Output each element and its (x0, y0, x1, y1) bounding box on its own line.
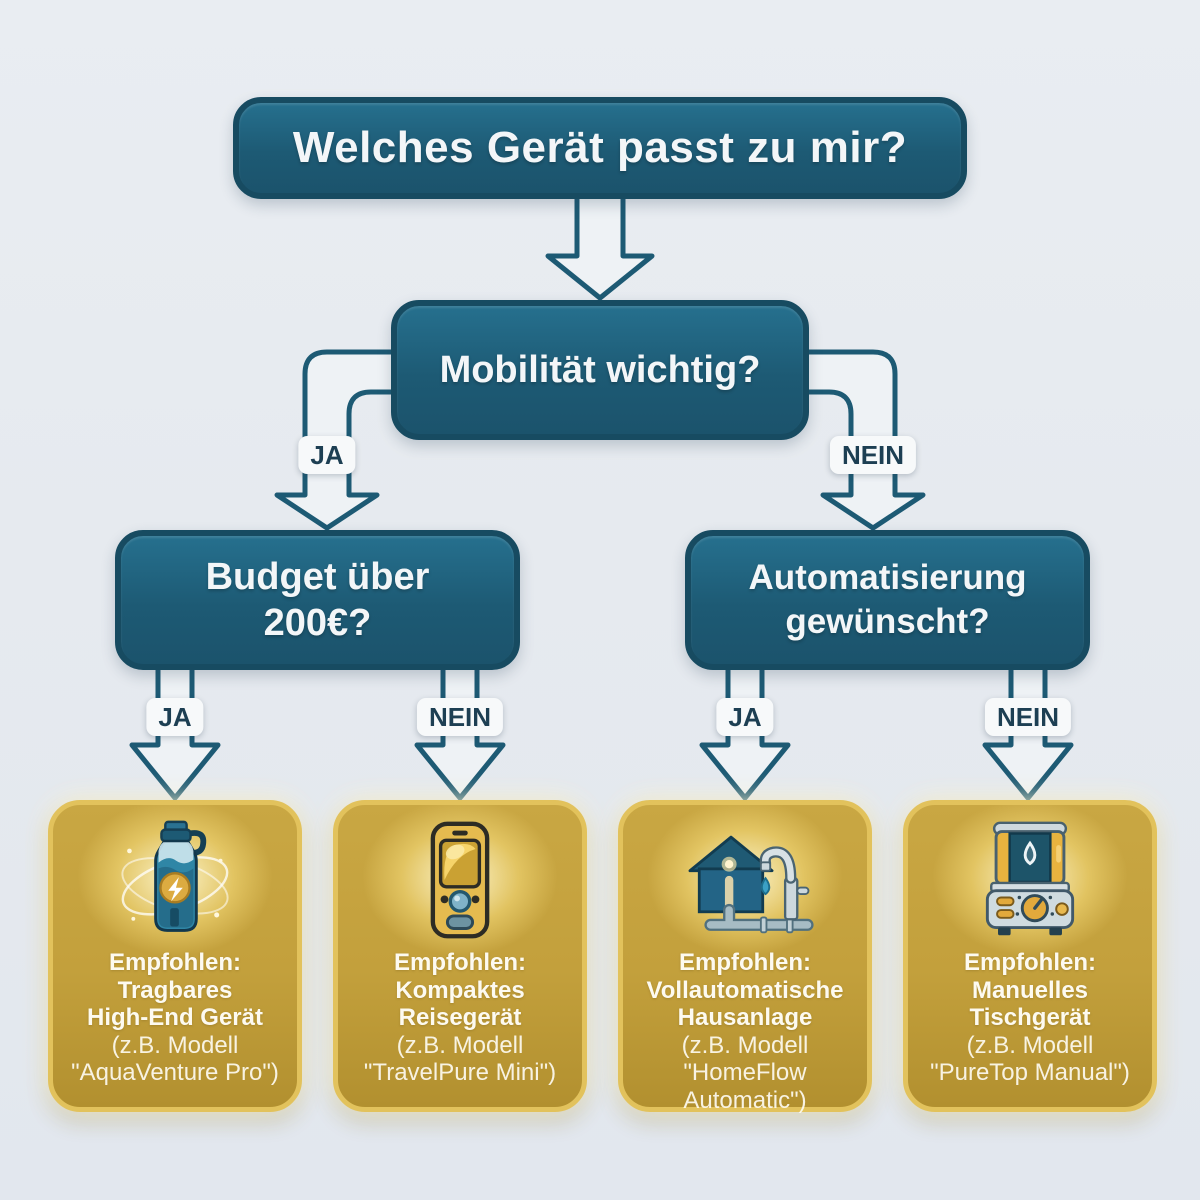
branch-label-automation-no: NEIN (984, 698, 1072, 736)
result-model-line: (z.B. Modell (111, 1031, 239, 1059)
tabletop-device-icon (908, 815, 1152, 947)
result-card-portable-highend: Empfohlen: Tragbares High-End Gerät (z.B… (48, 800, 302, 1112)
budget-question-label: Budget über 200€? (205, 555, 430, 644)
result-model-line: (z.B. Modell (681, 1031, 809, 1059)
result-model-line: "AquaVenture Pro") (71, 1059, 279, 1086)
automation-question-label: Automatisierung gewünscht? (748, 558, 1027, 641)
result-model-line: "PureTop Manual") (930, 1059, 1130, 1086)
result-title-line: Reisegerät (398, 1004, 522, 1031)
result-model-line: "TravelPure Mini") (363, 1059, 557, 1086)
result-title-line: Tischgerät (969, 1004, 1091, 1031)
node-budget-question: Budget über 200€? (115, 530, 520, 670)
result-card-home-automatic: Empfohlen: Vollautomatische Hausanlage (… (618, 800, 872, 1114)
node-root-question: Welches Gerät passt zu mir? (233, 97, 967, 199)
arrow-mobility-yes (274, 349, 433, 531)
arrow-root-to-mobility (545, 187, 655, 301)
branch-label-budget-no: NEIN (416, 698, 504, 736)
result-text-block: Empfohlen: Vollautomatische Hausanlage (… (623, 947, 867, 1114)
root-question-label: Welches Gerät passt zu mir? (292, 123, 908, 172)
result-model-line: "HomeFlow (683, 1059, 807, 1086)
house-plumbing-icon (623, 815, 867, 947)
node-automation-question: Automatisierung gewünscht? (685, 530, 1090, 670)
result-title-line: Vollautomatische (646, 976, 844, 1004)
result-text-block: Empfohlen: Kompaktes Reisegerät (z.B. Mo… (338, 947, 582, 1087)
node-mobility-question: Mobilität wichtig? (391, 300, 809, 440)
arrow-mobility-no (767, 349, 926, 531)
result-title-line: Empfohlen: (679, 949, 811, 976)
result-title-line: Tragbares (117, 976, 233, 1004)
result-title-line: Empfohlen: (964, 949, 1096, 976)
branch-label-automation-yes: JA (716, 698, 774, 736)
branch-label-mobility-no: NEIN (829, 436, 917, 474)
portable-bottle-icon (53, 815, 297, 947)
result-model-line: Automatic") (683, 1086, 807, 1114)
result-model-line: (z.B. Modell (396, 1031, 524, 1059)
result-model-line: (z.B. Modell (966, 1031, 1094, 1059)
result-title-line: High-End Gerät (86, 1004, 263, 1031)
result-title-line: Hausanlage (677, 1004, 813, 1031)
result-title-line: Kompaktes (395, 976, 525, 1004)
result-card-travel-compact: Empfohlen: Kompaktes Reisegerät (z.B. Mo… (333, 800, 587, 1112)
result-card-tabletop-manual: Empfohlen: Manuelles Tischgerät (z.B. Mo… (903, 800, 1157, 1112)
branch-label-mobility-yes: JA (298, 436, 356, 474)
result-text-block: Empfohlen: Tragbares High-End Gerät (z.B… (53, 947, 297, 1087)
result-title-line: Manuelles (971, 976, 1089, 1004)
travel-device-icon (338, 815, 582, 947)
branch-label-budget-yes: JA (146, 698, 204, 736)
result-title-line: Empfohlen: (394, 949, 526, 976)
result-text-block: Empfohlen: Manuelles Tischgerät (z.B. Mo… (908, 947, 1152, 1087)
mobility-question-label: Mobilität wichtig? (439, 348, 761, 391)
result-title-line: Empfohlen: (109, 949, 241, 976)
